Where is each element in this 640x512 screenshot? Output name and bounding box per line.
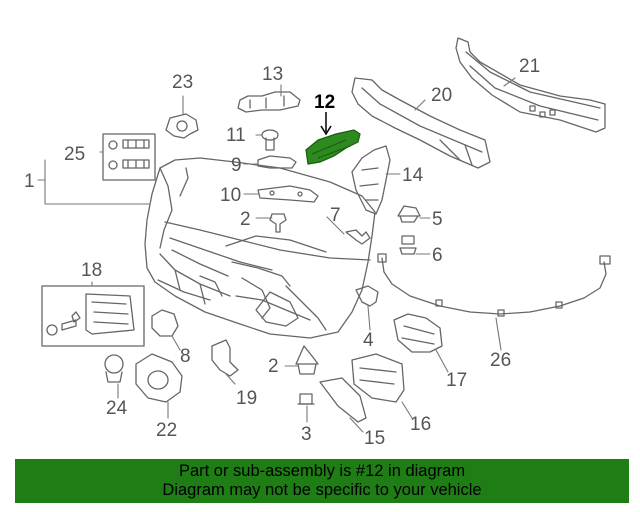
callout-12: 12 [314, 92, 335, 113]
part-2-clip-upper[interactable] [269, 213, 287, 233]
callout-5: 5 [432, 209, 443, 230]
part-11-clip[interactable] [261, 129, 279, 151]
callout-22: 22 [156, 420, 177, 441]
part-7-screw[interactable] [345, 229, 371, 245]
bumper-cover [144, 157, 376, 339]
part-14-side-bracket[interactable] [351, 145, 391, 215]
part-21-reinforcement[interactable] [455, 37, 606, 133]
parts-diagram: 1 25 23 13 12 11 9 10 2 7 14 5 6 20 21 1… [24, 37, 611, 449]
part-3-clip[interactable] [297, 393, 315, 405]
callout-13: 13 [262, 64, 283, 85]
part-10-retainer[interactable] [257, 185, 319, 203]
leader-lines [37, 77, 516, 433]
callout-2-upper: 2 [240, 209, 251, 230]
callout-16: 16 [410, 414, 431, 435]
part-23-sensor-bracket[interactable] [165, 113, 199, 139]
callout-3: 3 [301, 424, 312, 445]
part-8-tow-hook-cap[interactable] [151, 309, 179, 337]
callout-15: 15 [364, 428, 385, 449]
callout-17: 17 [446, 370, 467, 391]
callout-18: 18 [81, 260, 102, 281]
part-4-cap[interactable] [355, 285, 379, 307]
part-17-bracket[interactable] [393, 313, 443, 353]
callout-11: 11 [226, 125, 246, 146]
part-2-clip-lower[interactable] [295, 345, 319, 375]
callout-9: 9 [231, 155, 242, 176]
part-18-license-bracket[interactable] [41, 285, 145, 347]
banner-line-1: Part or sub-assembly is #12 in diagram [178, 462, 466, 480]
callout-6: 6 [432, 245, 443, 266]
part-9-bracket[interactable] [257, 155, 297, 169]
part-24-sensor[interactable] [104, 354, 124, 383]
callout-4: 4 [363, 330, 374, 351]
part-20-absorber[interactable] [351, 77, 491, 169]
callout-10: 10 [220, 185, 241, 206]
callout-7: 7 [330, 205, 341, 226]
part-25-clip-set[interactable] [102, 133, 156, 181]
callout-19: 19 [236, 388, 257, 409]
callout-26: 26 [490, 350, 511, 371]
part-12-highlighted-bracket[interactable] [305, 112, 361, 165]
part-13-bracket[interactable] [237, 91, 301, 113]
part-19-sensor[interactable] [211, 339, 239, 377]
callout-8: 8 [180, 346, 191, 367]
part-5-grommet[interactable] [397, 205, 421, 223]
part-16-bracket[interactable] [351, 353, 405, 403]
callout-2-lower: 2 [268, 356, 279, 377]
banner-line-2: Diagram may not be specific to your vehi… [162, 481, 482, 499]
info-banner: Part or sub-assembly is #12 in diagram D… [15, 459, 629, 503]
callout-25: 25 [64, 144, 85, 165]
callout-21: 21 [519, 56, 540, 77]
callout-1: 1 [24, 171, 35, 192]
part-15-cover[interactable] [319, 377, 367, 423]
callout-23: 23 [172, 72, 193, 93]
part-26-wire-harness[interactable] [377, 253, 611, 317]
part-22-sensor-holder[interactable] [135, 353, 183, 403]
callout-14: 14 [402, 165, 424, 186]
part-6-bolt[interactable] [399, 235, 417, 255]
callout-24: 24 [106, 398, 128, 419]
callout-20: 20 [431, 85, 452, 106]
